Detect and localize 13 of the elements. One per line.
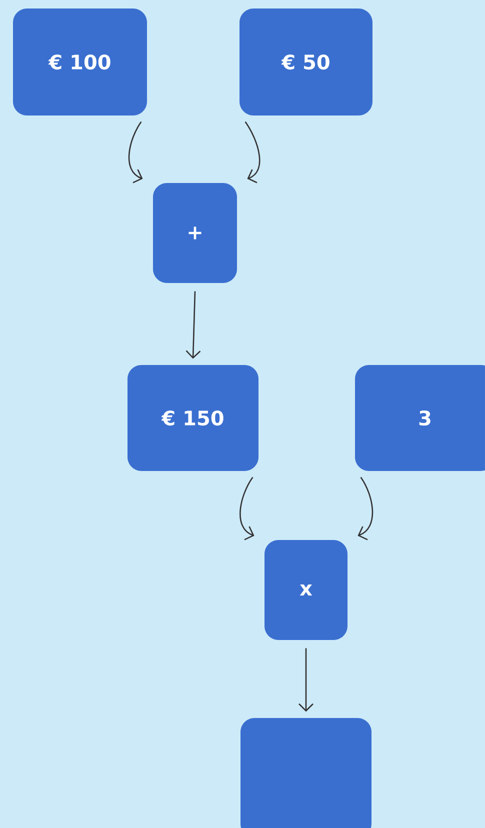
value-box: [240, 718, 372, 828]
value-box: x: [264, 540, 348, 640]
value-box: +: [153, 183, 237, 283]
arrow: [186, 291, 201, 359]
arrow: [240, 476, 254, 540]
value-box: € 50: [240, 8, 372, 116]
value-box: 3: [355, 365, 485, 471]
arrow: [128, 121, 143, 184]
arrow: [358, 476, 374, 540]
value-box: € 100: [13, 8, 147, 116]
arrow: [244, 121, 260, 184]
value-box: € 150: [128, 365, 258, 471]
arrow: [298, 648, 314, 712]
